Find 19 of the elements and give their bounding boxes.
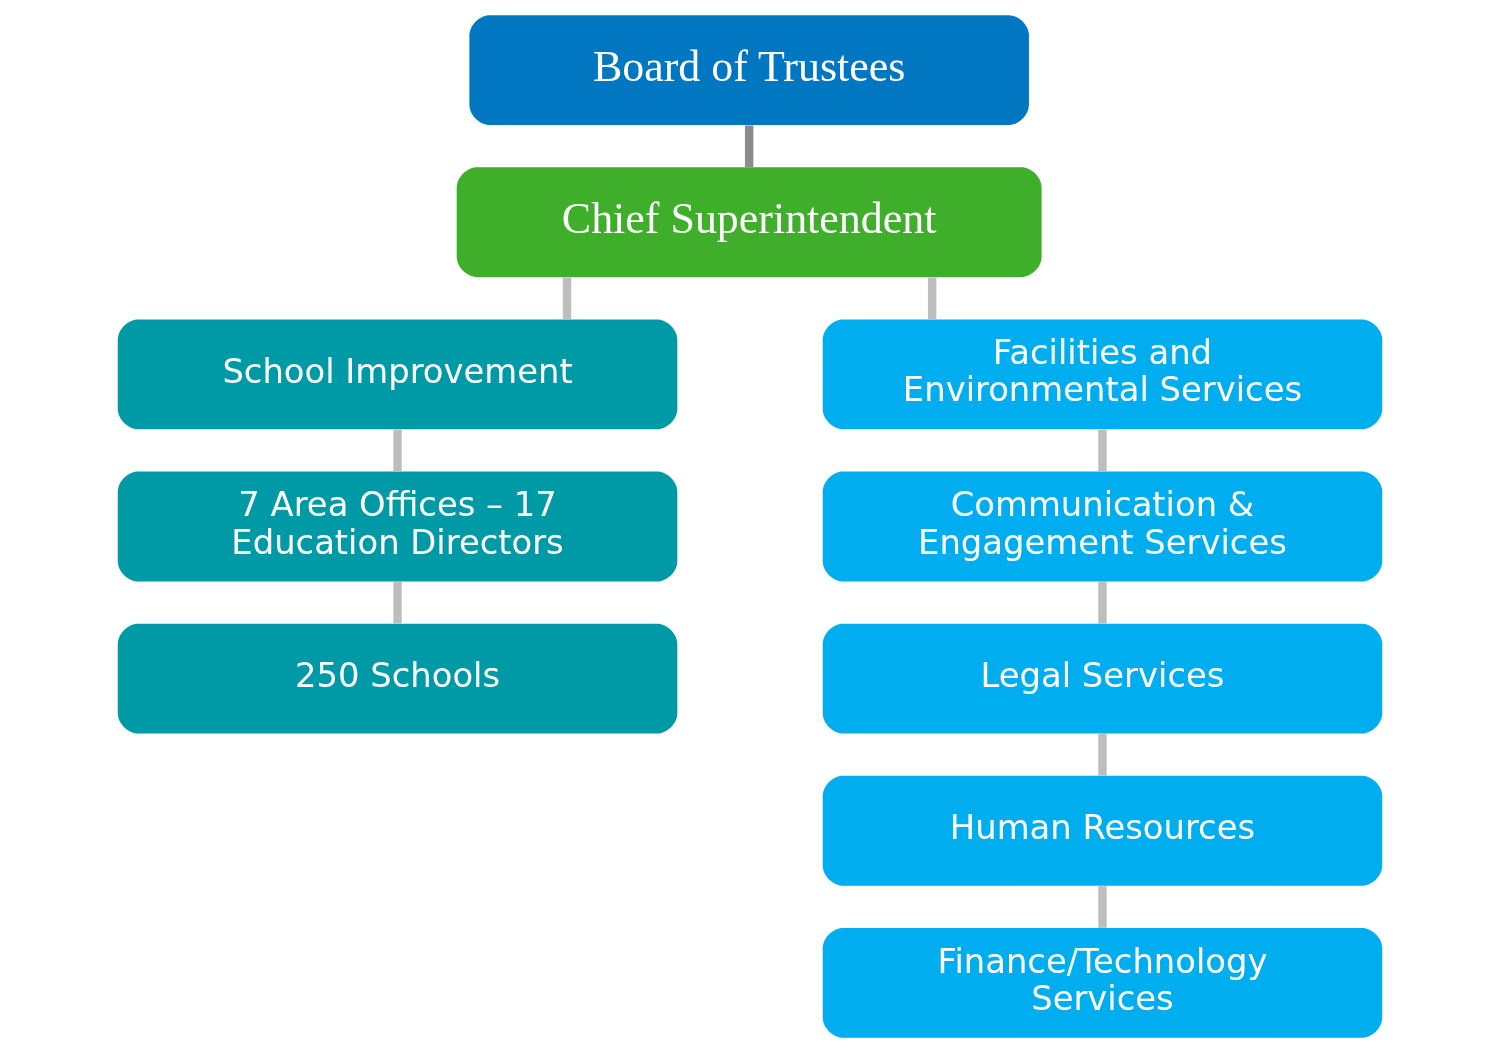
node-box: 7 Area Offices – 17 Education Directors bbox=[117, 471, 678, 582]
node-box: School Improvement bbox=[117, 319, 678, 430]
node-box: Chief Superintendent bbox=[456, 167, 1042, 278]
connector bbox=[1098, 581, 1107, 624]
connector bbox=[562, 277, 572, 320]
node-box: Board of Trustees bbox=[469, 15, 1029, 125]
node-box: Finance/Technology Services bbox=[822, 928, 1383, 1038]
connector bbox=[1098, 734, 1107, 776]
connector bbox=[1098, 429, 1107, 472]
node-box: Legal Services bbox=[822, 623, 1383, 734]
node-box: Human Resources bbox=[822, 775, 1383, 886]
connector bbox=[1098, 886, 1107, 928]
connector bbox=[744, 125, 754, 168]
connector bbox=[927, 277, 937, 320]
node-box: 250 Schools bbox=[117, 623, 678, 734]
connector bbox=[393, 429, 402, 472]
node-box: Facilities and Environmental Services bbox=[822, 319, 1383, 430]
node-box: Communication & Engagement Services bbox=[822, 471, 1383, 582]
connector bbox=[393, 581, 402, 624]
